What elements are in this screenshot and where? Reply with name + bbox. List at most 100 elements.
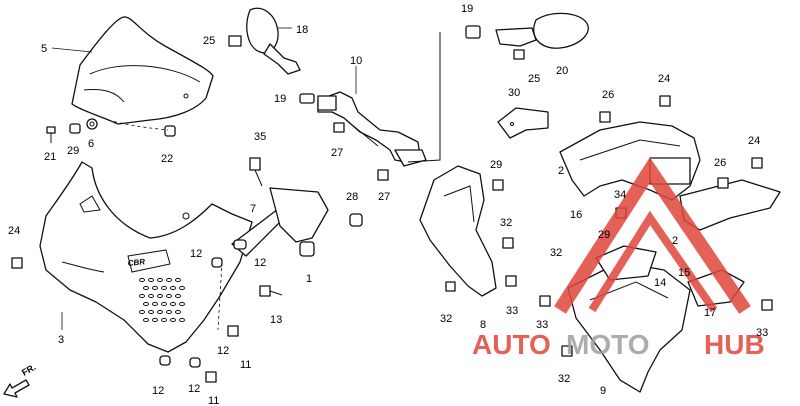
callout-15: 14 [654, 277, 666, 289]
bracket-4 [497, 107, 549, 139]
screw-31a [502, 237, 514, 249]
grommet-1 [299, 241, 315, 257]
clip-24b [751, 157, 763, 169]
callout-12e: 12 [188, 383, 200, 395]
cowl-vent-holes [139, 277, 185, 323]
grommet-22 [164, 125, 176, 137]
vent-hole [143, 317, 149, 323]
callout-22: 22 [161, 153, 173, 165]
vent-hole [166, 277, 172, 283]
callout-1: 1 [306, 273, 312, 285]
callout-31b: 32 [550, 247, 562, 259]
callout-8: 9 [600, 385, 606, 397]
windscreen [71, 16, 214, 125]
vent-hole [175, 293, 181, 299]
screw-32a [505, 275, 517, 287]
callout-30b: 29 [598, 229, 610, 241]
vent-hole [139, 293, 145, 299]
vent-hole [161, 317, 167, 323]
callout-19b: 19 [461, 3, 473, 15]
mirror-left [228, 7, 301, 75]
vent-hole [157, 309, 163, 315]
callout-12a: 12 [190, 248, 202, 260]
clip-26a [599, 111, 611, 123]
bolt-33 [761, 299, 773, 311]
inner-panel-side [679, 179, 781, 231]
upper-cowl [39, 161, 253, 353]
callout-11a: 11 [240, 359, 251, 371]
callout-7: 8 [480, 319, 486, 331]
screw-32b [539, 295, 551, 307]
watermark-logo: AUTO MOTO HUB [472, 157, 765, 360]
callout-31d: 32 [558, 373, 570, 385]
callout-4: 30 [508, 87, 520, 99]
bolt-12c [159, 355, 171, 366]
callout-23: 24 [8, 225, 20, 237]
callout-27b: 27 [378, 191, 390, 203]
watermark-text-moto: MOTO [566, 329, 649, 360]
inner-cover-7 [419, 165, 497, 297]
vent-hole [148, 293, 154, 299]
bolt-12d [189, 357, 201, 368]
vent-hole [179, 285, 185, 291]
callout-21: 21 [44, 151, 56, 163]
callout-12b: 12 [254, 257, 266, 269]
screw-31b [445, 281, 456, 292]
callout-25b: 25 [528, 73, 540, 85]
callout-13: 13 [270, 314, 282, 326]
bolt-12b [211, 257, 223, 268]
vent-hole [143, 285, 149, 291]
callout-32a: 33 [506, 305, 518, 317]
callout-5: 5 [41, 43, 47, 55]
vent-hole [152, 301, 158, 307]
vent-hole [152, 285, 158, 291]
vent-hole [139, 309, 145, 315]
bolt-27b [377, 169, 389, 181]
clip-19a [299, 93, 315, 104]
callout-20: 20 [556, 65, 568, 77]
vent-hole [166, 309, 172, 315]
callout-6: 6 [88, 138, 94, 150]
vent-hole [157, 277, 163, 283]
vent-hole [175, 309, 181, 315]
direction-label: FR. [20, 362, 38, 378]
callout-2b: 2 [672, 235, 678, 247]
callout-35: 35 [254, 131, 266, 143]
bolt-11b [205, 371, 217, 383]
vent-hole [170, 301, 176, 307]
callout-9: 7 [250, 203, 256, 215]
vent-hole [161, 301, 167, 307]
watermark-text-auto: AUTO [472, 329, 551, 360]
callout-34: 34 [614, 189, 626, 201]
screw-23 [11, 257, 23, 269]
vent-hole [139, 277, 145, 283]
vent-hole [157, 293, 163, 299]
callout-33: 33 [756, 327, 768, 339]
grommet-28 [349, 213, 363, 227]
callout-26a: 26 [602, 89, 614, 101]
vent-hole [179, 317, 185, 323]
callout-26b: 26 [714, 157, 726, 169]
callout-10: 10 [350, 55, 362, 67]
callout-31c: 32 [440, 313, 452, 325]
callout-24a: 24 [658, 73, 670, 85]
screw-21 [46, 126, 56, 143]
bolt-12a [233, 239, 247, 250]
cowl-stay [317, 91, 427, 167]
clip-24a [659, 95, 671, 107]
vent-hole [179, 301, 185, 307]
callout-24b: 24 [748, 135, 760, 147]
callout-17: 17 [704, 307, 716, 319]
vent-hole [148, 277, 154, 283]
callout-28: 28 [346, 191, 358, 203]
vent-hole [166, 293, 172, 299]
callout-12d: 12 [152, 385, 164, 397]
callout-14: 16 [570, 209, 582, 221]
callout-labels: 5 21 29 6 22 25 18 10 19 27 27 35 28 7 1… [8, 3, 768, 406]
callout-11b: 11 [208, 395, 219, 406]
callout-19a: 19 [274, 93, 286, 105]
callout-27a: 27 [331, 147, 343, 159]
bracket-35 [249, 157, 329, 243]
callout-32b: 33 [536, 319, 548, 331]
